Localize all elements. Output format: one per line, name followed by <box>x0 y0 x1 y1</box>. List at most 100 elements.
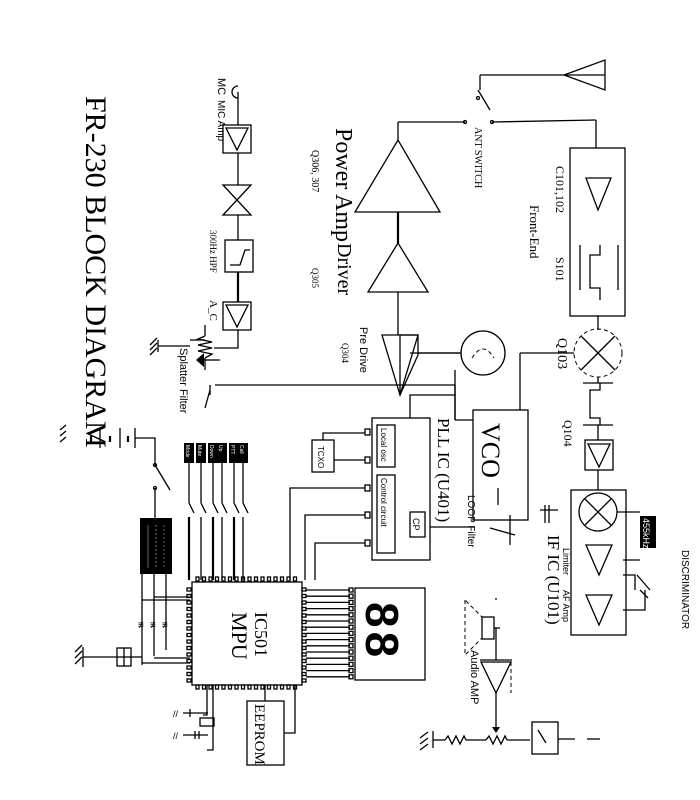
mpu-pin <box>186 665 192 670</box>
limiter-label: Limiter <box>561 548 571 575</box>
cp-label: CP <box>411 518 421 531</box>
mpu-label: MPU <box>227 612 252 660</box>
mic-label: MC <box>215 78 227 95</box>
mpu-pin <box>273 684 278 690</box>
mpu-pin <box>286 684 291 690</box>
mpu-pin <box>260 684 265 690</box>
connector-icon <box>90 647 142 667</box>
mpu-pin <box>214 684 220 690</box>
display-digits: 88 <box>356 602 408 661</box>
display-pin <box>348 612 354 618</box>
pre-drive-parts: Q304 <box>340 343 350 363</box>
svg-text://: // <box>173 709 179 719</box>
audio-amp-label: Audio AMP <box>468 650 480 704</box>
driver-parts: Q305 <box>310 268 320 288</box>
display-pin <box>348 661 354 668</box>
audio-switch <box>531 721 600 755</box>
mpu-pin <box>221 684 226 690</box>
mpu-pin <box>301 632 307 638</box>
mpu-pin <box>301 665 307 670</box>
splatter-switch <box>204 384 456 409</box>
mpu-pin <box>186 593 192 599</box>
tcxo-label: TCXO <box>316 446 325 468</box>
key-mute: Mute <box>196 443 207 580</box>
mpu-parts-label: IC501 <box>251 612 271 657</box>
key-down: Down <box>208 443 219 580</box>
key-up: Up <box>217 443 228 580</box>
ground-icon <box>74 644 90 667</box>
key-label: Down <box>208 445 214 458</box>
driver-amp <box>366 212 430 335</box>
mpu-pin <box>301 639 307 644</box>
mpu-pin <box>186 606 192 612</box>
mpu-pin <box>195 576 200 582</box>
display-pin <box>348 630 354 637</box>
key-label: Call <box>238 445 244 454</box>
mpu-pin <box>234 576 239 582</box>
if-amp-label: Q104 <box>561 420 575 447</box>
diagram-title: FR-230 BLOCK DIAGRAM <box>79 96 112 448</box>
display-pin <box>348 649 354 655</box>
mpu-pin <box>247 684 252 690</box>
mpu-pin <box>186 658 192 664</box>
mpu-pin <box>301 600 307 605</box>
control-circuit-label: Control circuit <box>379 478 388 528</box>
splatter-pot <box>190 325 220 370</box>
local-osc-label: Local osc <box>379 428 388 462</box>
eeprom-label: EEPROM <box>251 704 267 765</box>
mpu-pin <box>286 576 291 582</box>
mpu-pin <box>292 576 298 582</box>
mpu-pin <box>240 576 246 582</box>
mpu-pin <box>186 639 192 644</box>
if-ic-label: IF IC (U101) <box>544 535 563 625</box>
tcxo-block <box>311 432 365 473</box>
mpu-pins <box>186 576 307 690</box>
key-label: PTT <box>229 445 235 454</box>
svg-text://: // <box>173 731 179 741</box>
power-amp-parts: Q306, 307 <box>309 150 320 192</box>
pre-drive-amp <box>381 334 461 398</box>
mpu-pin <box>301 606 307 612</box>
if-amp-q104 <box>584 439 614 490</box>
antenna-icon <box>479 59 606 91</box>
eeprom-block <box>246 685 296 766</box>
mpu-pin <box>301 658 307 664</box>
discriminator-coil <box>636 574 651 599</box>
af-amp-label: AF Amp <box>561 590 571 622</box>
pll-mpu-bus <box>289 487 365 580</box>
mpu-pin <box>221 576 226 582</box>
mpu-pin <box>186 645 192 651</box>
mpu-pin <box>279 576 285 582</box>
alc-label: A_C <box>207 300 219 321</box>
key-label: Mode <box>184 445 190 458</box>
pre-drive-label: Pre Drive <box>357 327 369 373</box>
driver-label: Driver <box>333 243 355 296</box>
key-label: Up <box>217 445 223 452</box>
mpu-pin <box>240 684 246 690</box>
mpu-pin <box>279 684 285 690</box>
display-bus <box>306 587 354 680</box>
display-pin <box>348 599 354 606</box>
regulator-outputs: ≢ ≢ ≢ <box>138 574 190 665</box>
mpu-pin <box>227 684 233 690</box>
alc-amp <box>214 301 252 349</box>
mpu-pin <box>301 671 307 677</box>
mpu-pin <box>273 576 278 582</box>
display-pin <box>348 618 354 624</box>
display-pin <box>348 655 354 661</box>
volume-pot <box>440 734 530 746</box>
mic-amp-label: MIC Amp <box>215 100 226 142</box>
if-filter <box>583 382 613 440</box>
mpu-pin <box>208 576 213 582</box>
key-mode: Mode <box>184 443 195 580</box>
mpu-pin <box>186 632 192 638</box>
display-pin <box>348 587 354 593</box>
ant-switch <box>397 89 597 148</box>
key-ptt: PTT <box>229 443 240 580</box>
mixer-q103 <box>573 328 623 378</box>
vco-label: VCO <box>476 423 505 478</box>
loop-filter-label: LOOP Filter <box>465 495 476 548</box>
resistor-icon: ≢ <box>162 620 172 631</box>
display-pin <box>348 674 354 680</box>
